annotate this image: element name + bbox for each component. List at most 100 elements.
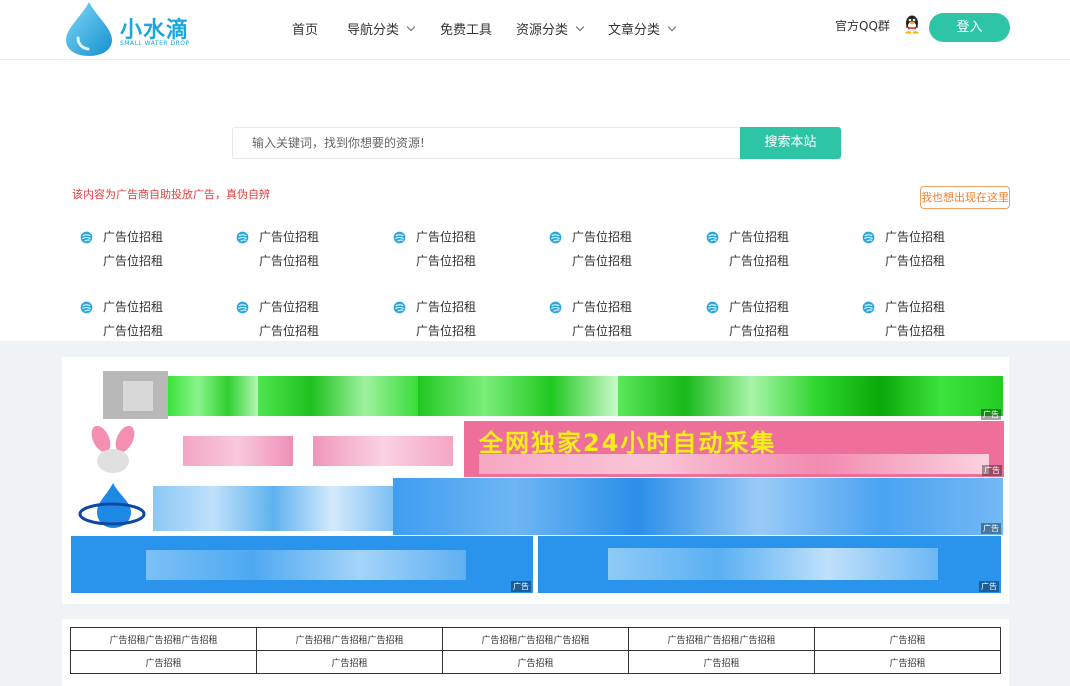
text-ad-subtitle: 广告位招租 bbox=[103, 254, 164, 268]
text-ad-subtitle: 广告位招租 bbox=[259, 324, 320, 338]
text-ad-link[interactable]: 广告位招租广告位招租 bbox=[393, 228, 543, 268]
text-ad-title: 广告位招租 bbox=[259, 300, 320, 314]
text-ad-title: 广告位招租 bbox=[729, 300, 790, 314]
banner-ad[interactable]: 全网独家24小时自动采集 广告 bbox=[464, 421, 1004, 477]
text-ad-subtitle: 广告位招租 bbox=[885, 324, 946, 338]
nav-label: 导航分类 bbox=[347, 23, 400, 38]
text-ad-title: 广告位招租 bbox=[572, 230, 633, 244]
text-ad-title: 广告位招租 bbox=[416, 300, 477, 314]
globe-icon bbox=[80, 231, 93, 244]
text-ad-title: 广告位招租 bbox=[416, 230, 477, 244]
banner-ad-headline: 全网独家24小时自动采集 bbox=[479, 429, 777, 457]
globe-icon bbox=[706, 301, 719, 314]
water-drop-logo-icon bbox=[66, 2, 112, 56]
text-ad-link[interactable]: 广告位招租广告位招租 bbox=[862, 298, 1012, 338]
ad-table-panel: 广告招租广告招租广告招租广告招租广告招租广告招租广告招租广告招租广告招租广告招租… bbox=[62, 619, 1009, 686]
brand-subtitle: SMALL WATER DROP bbox=[120, 40, 190, 47]
text-ad-title: 广告位招租 bbox=[885, 300, 946, 314]
text-ad-link[interactable]: 广告位招租广告位招租 bbox=[80, 228, 230, 268]
table-ad-link[interactable]: 广告招租广告招租广告招租 bbox=[256, 627, 443, 651]
banner-ad[interactable]: 广告 bbox=[538, 536, 1001, 593]
table-ad-link[interactable]: 广告招租广告招租广告招租 bbox=[70, 627, 257, 651]
table-row: 广告招租广告招租广告招租广告招租广告招租广告招租广告招租广告招租广告招租广告招租… bbox=[70, 627, 1001, 651]
globe-icon bbox=[80, 301, 93, 314]
table-ad-link[interactable]: 广告招租 bbox=[814, 650, 1001, 674]
ad-link-table: 广告招租广告招租广告招租广告招租广告招租广告招租广告招租广告招租广告招租广告招租… bbox=[70, 627, 1001, 674]
globe-icon bbox=[393, 231, 406, 244]
table-ad-link[interactable]: 广告招租 bbox=[70, 650, 257, 674]
text-ad-title: 广告位招租 bbox=[729, 230, 790, 244]
table-ad-link[interactable]: 广告招租广告招租广告招租 bbox=[628, 627, 815, 651]
banner-ad[interactable]: 广告 bbox=[73, 366, 1003, 421]
ad-disclaimer: 该内容为广告商自助投放广告，真伪自辨 bbox=[72, 188, 270, 201]
text-ad-subtitle: 广告位招租 bbox=[572, 254, 633, 268]
table-ad-link[interactable]: 广告招租 bbox=[628, 650, 815, 674]
login-button[interactable]: 登入 bbox=[929, 13, 1010, 42]
nav-label: 文章分类 bbox=[608, 23, 661, 38]
text-ad-subtitle: 广告位招租 bbox=[416, 324, 477, 338]
nav-label: 首页 bbox=[292, 23, 319, 38]
text-ad-title: 广告位招租 bbox=[572, 300, 633, 314]
globe-icon bbox=[706, 231, 719, 244]
ad-tag: 广告 bbox=[982, 465, 1002, 476]
text-ad-link[interactable]: 广告位招租广告位招租 bbox=[236, 298, 386, 338]
qq-group-link[interactable]: 官方QQ群 bbox=[835, 19, 890, 33]
nav-item-nav-category[interactable]: 导航分类 bbox=[347, 19, 416, 38]
text-ad-title: 广告位招租 bbox=[103, 300, 164, 314]
search-button[interactable]: 搜索本站 bbox=[740, 127, 841, 159]
globe-icon bbox=[236, 231, 249, 244]
text-ad-link[interactable]: 广告位招租广告位招租 bbox=[862, 228, 1012, 268]
chevron-down-icon bbox=[667, 22, 677, 31]
text-ad-title: 广告位招租 bbox=[885, 230, 946, 244]
text-ad-link[interactable]: 广告位招租广告位招租 bbox=[706, 228, 856, 268]
banner-ad-panel: 广告 广告 全网独家24小时自动采集 广告 广告 广告 广告 bbox=[62, 357, 1009, 604]
brand-name: 小水滴 bbox=[120, 18, 190, 43]
globe-icon bbox=[393, 301, 406, 314]
nav-item-home[interactable]: 首页 bbox=[292, 19, 318, 38]
site-logo[interactable]: 小水滴 SMALL WATER DROP bbox=[64, 0, 204, 58]
text-ad-link[interactable]: 广告位招租广告位招租 bbox=[706, 298, 856, 338]
text-ad-subtitle: 广告位招租 bbox=[416, 254, 477, 268]
text-ad-title: 广告位招租 bbox=[103, 230, 164, 244]
qq-penguin-icon[interactable] bbox=[903, 14, 921, 34]
globe-icon bbox=[236, 301, 249, 314]
ad-tag: 广告 bbox=[511, 581, 531, 592]
ad-tag: 广告 bbox=[979, 581, 999, 592]
text-ad-subtitle: 广告位招租 bbox=[259, 254, 320, 268]
text-ad-subtitle: 广告位招租 bbox=[729, 254, 790, 268]
nav-label: 资源分类 bbox=[516, 23, 569, 38]
table-ad-link[interactable]: 广告招租 bbox=[256, 650, 443, 674]
globe-icon bbox=[862, 231, 875, 244]
text-ad-subtitle: 广告位招租 bbox=[729, 324, 790, 338]
chevron-down-icon bbox=[406, 22, 416, 31]
nav-item-resource-category[interactable]: 资源分类 bbox=[516, 19, 585, 38]
text-ad-subtitle: 广告位招租 bbox=[572, 324, 633, 338]
search-input[interactable]: 输入关键词，找到你想要的资源! bbox=[232, 127, 741, 159]
chevron-down-icon bbox=[575, 22, 585, 31]
table-ad-link[interactable]: 广告招租 bbox=[442, 650, 629, 674]
table-ad-link[interactable]: 广告招租广告招租广告招租 bbox=[442, 627, 629, 651]
globe-icon bbox=[862, 301, 875, 314]
rabbit-icon bbox=[91, 425, 135, 473]
text-ad-link[interactable]: 广告位招租广告位招租 bbox=[393, 298, 543, 338]
nav-item-free-tools[interactable]: 免费工具 bbox=[440, 19, 492, 38]
blue-drop-logo-icon bbox=[78, 483, 146, 528]
nav-label: 免费工具 bbox=[440, 23, 493, 38]
text-ad-subtitle: 广告位招租 bbox=[885, 254, 946, 268]
advertise-here-button[interactable]: 我也想出现在这里 bbox=[920, 186, 1010, 209]
text-ad-link[interactable]: 广告位招租广告位招租 bbox=[549, 298, 699, 338]
banner-ad[interactable]: 广告 bbox=[71, 536, 533, 593]
text-ad-link[interactable]: 广告位招租广告位招租 bbox=[236, 228, 386, 268]
table-row: 广告招租广告招租广告招租广告招租广告招租 bbox=[70, 650, 1001, 674]
ad-tag: 广告 bbox=[981, 523, 1001, 534]
banner-ad[interactable]: 广告 bbox=[73, 478, 1003, 535]
text-ad-subtitle: 广告位招租 bbox=[103, 324, 164, 338]
ad-tag: 广告 bbox=[981, 409, 1001, 420]
banner-ad[interactable]: 广告 bbox=[73, 421, 463, 477]
text-ad-title: 广告位招租 bbox=[259, 230, 320, 244]
nav-item-article-category[interactable]: 文章分类 bbox=[608, 19, 677, 38]
globe-icon bbox=[549, 301, 562, 314]
text-ad-link[interactable]: 广告位招租广告位招租 bbox=[549, 228, 699, 268]
text-ad-link[interactable]: 广告位招租广告位招租 bbox=[80, 298, 230, 338]
table-ad-link[interactable]: 广告招租 bbox=[814, 627, 1001, 651]
